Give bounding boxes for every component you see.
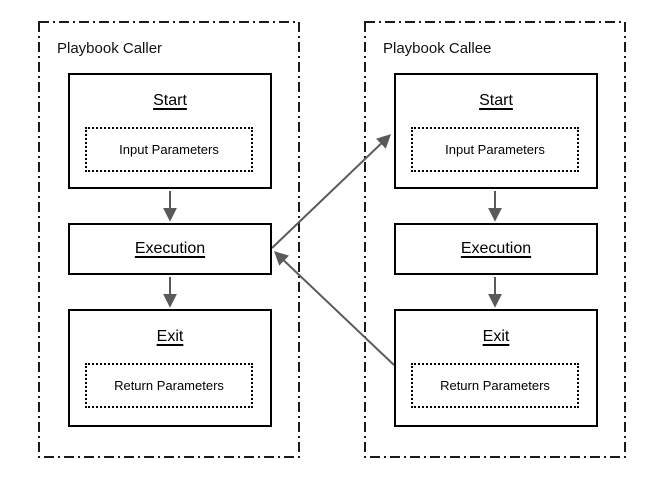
- callee-return-parameters-label: Return Parameters: [440, 378, 550, 393]
- callee-start-box: Start Input Parameters: [394, 73, 598, 189]
- callee-execution-title: Execution: [460, 240, 532, 257]
- callee-start-title: Start: [479, 92, 513, 109]
- caller-exit-title: Exit: [156, 328, 184, 345]
- caller-return-parameters-box: Return Parameters: [85, 363, 253, 408]
- arrow-call-caller-execution-to-callee-start: [271, 134, 392, 249]
- caller-return-parameters-label: Return Parameters: [114, 378, 224, 393]
- caller-execution-title: Execution: [134, 240, 206, 257]
- caller-start-title: Start: [153, 92, 187, 109]
- callee-container-title: Playbook Callee: [383, 40, 492, 57]
- caller-container-border: [38, 21, 300, 458]
- caller-input-parameters-box: Input Parameters: [85, 127, 253, 172]
- arrow-return-callee-exit-to-caller-execution: [273, 251, 395, 366]
- callee-exit-box: Exit Return Parameters: [394, 309, 598, 427]
- callee-input-parameters-box: Input Parameters: [411, 127, 579, 172]
- caller-container-title: Playbook Caller: [57, 40, 163, 57]
- callee-execution-box: Execution: [394, 223, 598, 275]
- caller-input-parameters-label: Input Parameters: [119, 142, 219, 157]
- caller-exit-box: Exit Return Parameters: [68, 309, 272, 427]
- callee-exit-title: Exit: [482, 328, 510, 345]
- caller-start-box: Start Input Parameters: [68, 73, 272, 189]
- caller-execution-box: Execution: [68, 223, 272, 275]
- callee-return-parameters-box: Return Parameters: [411, 363, 579, 408]
- callee-container-border: [364, 21, 626, 458]
- callee-input-parameters-label: Input Parameters: [445, 142, 545, 157]
